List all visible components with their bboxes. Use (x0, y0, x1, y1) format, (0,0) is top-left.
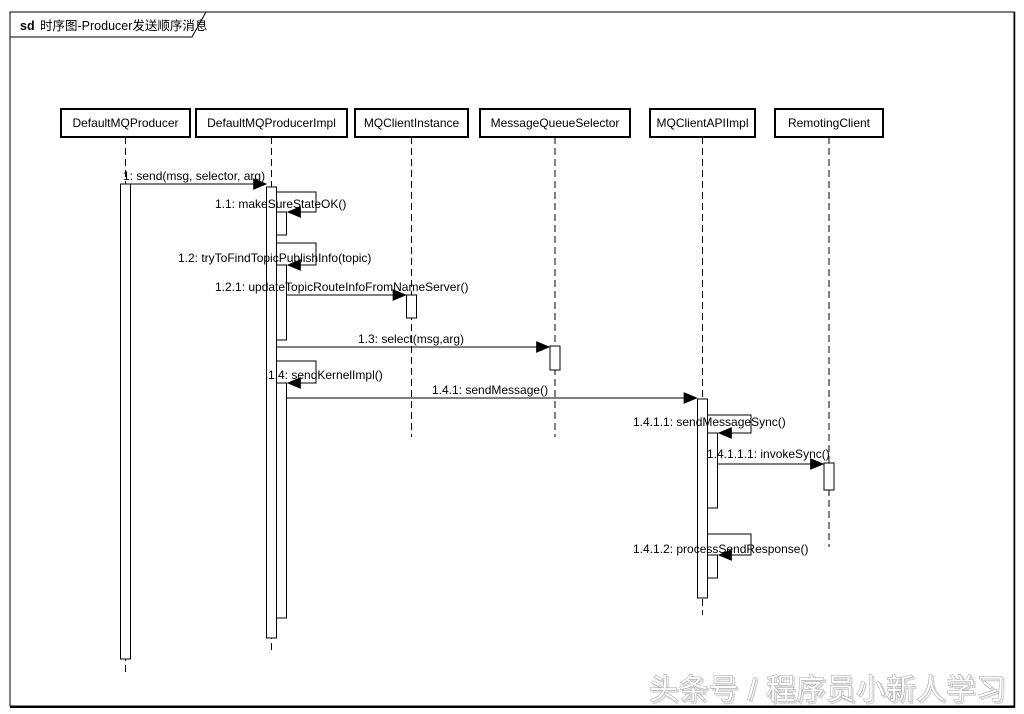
message-label-makesurestateok: 1.1: makeSureStateOK() (215, 197, 346, 211)
participant-name-messagequeueselector: MessageQueueSelector (491, 116, 620, 130)
activation-remotingclient (823, 462, 835, 491)
participant-box-mqclientapiimpl (649, 108, 756, 138)
participant-name-defaultmqproducerimpl: DefaultMQProducerImpl (207, 116, 336, 130)
frame-title-tab (9, 11, 207, 38)
participant-header-mqclientinstance: MQClientInstance (354, 108, 469, 138)
participant-box-mqclientinstance (354, 108, 469, 138)
participant-header-mqclientapiimpl: MQClientAPIImpl (649, 108, 756, 138)
message-line-sendkernelimpl (276, 360, 317, 389)
activation-messagequeueselector (549, 345, 561, 371)
participant-name-mqclientapiimpl: MQClientAPIImpl (656, 116, 748, 130)
participant-header-defaultmqproducer: DefaultMQProducer (60, 108, 191, 138)
message-label-updatetopicrouteinfo: 1.2.1: updateTopicRouteInfoFromNameServe… (215, 280, 468, 294)
watermark-text-shadow: 头条号 / 程序员小新人学习 (651, 675, 1008, 708)
message-label-trytofindtopicpublishinfo: 1.2: tryToFindTopicPublishInfo(topic) (178, 251, 371, 265)
watermark-text: 头条号 / 程序员小新人学习 (649, 673, 1006, 706)
message-label-processsendresponse: 1.4.1.2: processSendResponse() (633, 542, 808, 556)
activation-mqclientinstance (406, 294, 417, 319)
participant-box-defaultmqproducerimpl (195, 108, 348, 138)
message-line-makesurestateok (276, 191, 317, 218)
activation-mqclientapiimpl-sendmessagesync (707, 432, 718, 509)
frame-keyword: sd (20, 19, 35, 33)
activation-defaultmqproducerimpl-sendkernelimpl (276, 382, 287, 619)
frame-title: 时序图-Producer发送顺序消息 (40, 18, 207, 33)
participant-header-defaultmqproducerimpl: DefaultMQProducerImpl (195, 108, 348, 138)
participant-header-remotingclient: RemotingClient (774, 108, 884, 138)
activation-defaultmqproducerimpl-makesurestateok (276, 211, 287, 236)
message-line-processsendresponse (707, 533, 752, 561)
message-line-trytofindtopicpublishinfo (276, 242, 317, 271)
activation-mqclientapiimpl-processsendresponse (707, 554, 718, 579)
participant-name-remotingclient: RemotingClient (788, 116, 871, 130)
participant-name-defaultmqproducer: DefaultMQProducer (72, 116, 178, 130)
participant-box-defaultmqproducer (60, 108, 191, 138)
message-label-send: 1: send(msg, selector, arg) (123, 169, 265, 183)
message-label-select: 1.3: select(msg,arg) (358, 332, 464, 346)
message-label-sendkernelimpl: 1.4: sendKernelImpl() (268, 368, 383, 382)
activation-defaultmqproducerimpl-trytofindtopicpublishinfo (276, 264, 287, 341)
participant-box-messagequeueselector (479, 108, 631, 138)
message-label-sendmessagesync: 1.4.1.1: sendMessageSync() (633, 415, 786, 429)
activation-defaultmqproducer (120, 183, 131, 660)
message-label-sendmessage: 1.4.1: sendMessage() (432, 383, 548, 397)
participant-name-mqclientinstance: MQClientInstance (364, 116, 460, 130)
participant-box-remotingclient (774, 108, 884, 138)
message-label-invokesync: 1.4.1.1.1: invokeSync() (707, 447, 830, 461)
participant-header-messagequeueselector: MessageQueueSelector (479, 108, 631, 138)
message-line-sendmessagesync (707, 414, 752, 439)
